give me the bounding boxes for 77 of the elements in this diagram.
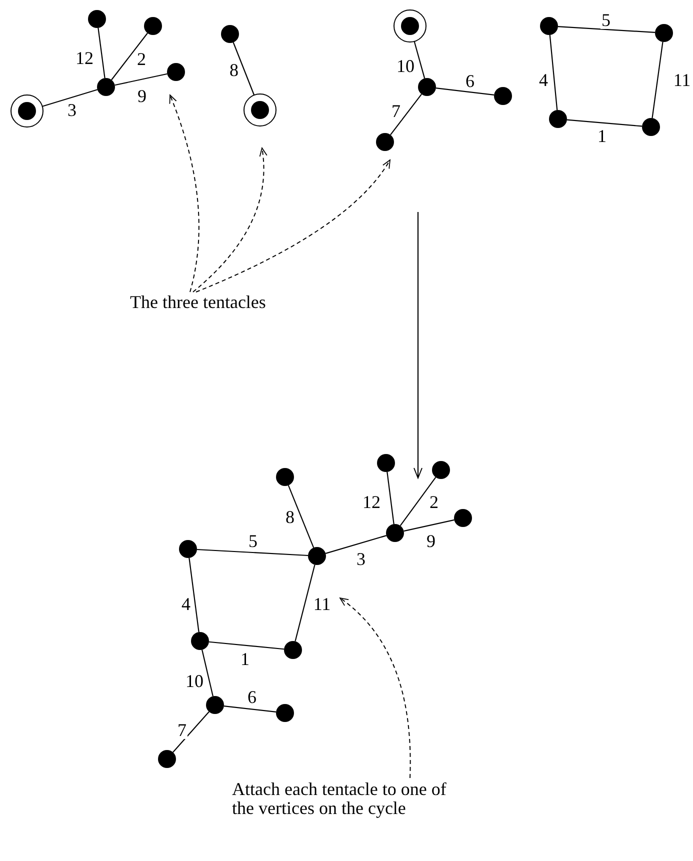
edge-label: 10	[396, 57, 416, 75]
graph-edge	[400, 476, 436, 526]
graph-edge	[172, 711, 210, 753]
edge-label: 10	[184, 672, 204, 690]
graph-edge	[558, 26, 656, 33]
graph-edge	[224, 705, 276, 713]
annotation-text: Attach each tentacle to one of the vertices on the cycle	[232, 780, 448, 818]
edge-label: 1	[240, 650, 250, 668]
edge-label: 3	[356, 550, 366, 568]
dashed-arrow	[340, 598, 411, 778]
edge-label: 1	[596, 127, 608, 145]
edge-label: 3	[66, 101, 78, 119]
graph-edge	[404, 519, 454, 532]
vertex-dot	[283, 640, 303, 660]
edge-label: 5	[248, 532, 258, 550]
edge-label: 11	[312, 595, 332, 613]
edge-label: 6	[464, 72, 476, 90]
graph-edge	[202, 650, 214, 696]
graph-edge	[386, 472, 394, 524]
graph-edge	[436, 88, 494, 96]
graph-edge	[288, 485, 314, 548]
graph-edge	[325, 535, 387, 554]
circled-vertex	[393, 9, 427, 43]
vertex-dot	[453, 508, 473, 528]
graph-edge	[390, 94, 422, 136]
vertex-dot	[375, 132, 395, 152]
vertex-dot	[307, 546, 327, 566]
vertex-dot	[539, 16, 559, 36]
edge-label: 12	[362, 493, 382, 511]
edge-label: 9	[136, 87, 148, 105]
graph-edge	[98, 28, 106, 78]
graph-edge	[652, 42, 664, 118]
graph-edge	[208, 641, 284, 650]
vertex-dot	[96, 77, 116, 97]
vertex-dot	[275, 703, 295, 723]
vertex-dot	[87, 9, 107, 29]
graph-edge	[232, 42, 255, 96]
vertex-dot	[220, 24, 240, 44]
graph-edge	[42, 89, 98, 107]
annotation-text: The three tentacles	[130, 293, 267, 312]
vertex-dot	[548, 109, 568, 129]
circled-vertex	[243, 93, 277, 127]
edge-label: 8	[228, 61, 240, 79]
vertex-dot	[654, 23, 674, 43]
edge-label: 9	[426, 532, 436, 550]
vertex-dot	[431, 460, 451, 480]
vertex-dot	[143, 16, 163, 36]
circled-vertex	[10, 94, 44, 128]
vertex-dot	[166, 62, 186, 82]
vertex-dot	[205, 695, 225, 715]
dashed-arrow	[192, 148, 267, 292]
vertex-dot	[157, 749, 177, 769]
edge-label: 4	[538, 71, 549, 89]
graph-edge	[549, 34, 558, 110]
edge-label: 12	[74, 49, 94, 67]
graph-edge	[111, 32, 148, 80]
graph-edge	[188, 558, 200, 632]
dashed-arrow	[196, 160, 390, 292]
graph-edge	[294, 564, 316, 642]
vertex-dot	[275, 467, 295, 487]
vertex-dot	[417, 77, 437, 97]
edge-label: 6	[246, 688, 258, 706]
edge-label: 7	[176, 721, 188, 739]
edge-label: 11	[672, 71, 692, 89]
vertex-dot	[641, 117, 661, 137]
edge-label: 5	[600, 11, 612, 29]
vertex-dot	[376, 453, 396, 473]
vertex-dot	[178, 539, 198, 559]
graph-edge	[114, 73, 168, 86]
vertex-dot	[190, 631, 210, 651]
graph-edge	[196, 548, 308, 556]
dashed-arrow	[169, 94, 200, 292]
graph-edge	[414, 41, 426, 78]
edge-label: 4	[180, 595, 192, 613]
graph-edge	[566, 119, 642, 127]
vertex-dot	[493, 86, 513, 106]
vertex-dot	[385, 523, 405, 543]
